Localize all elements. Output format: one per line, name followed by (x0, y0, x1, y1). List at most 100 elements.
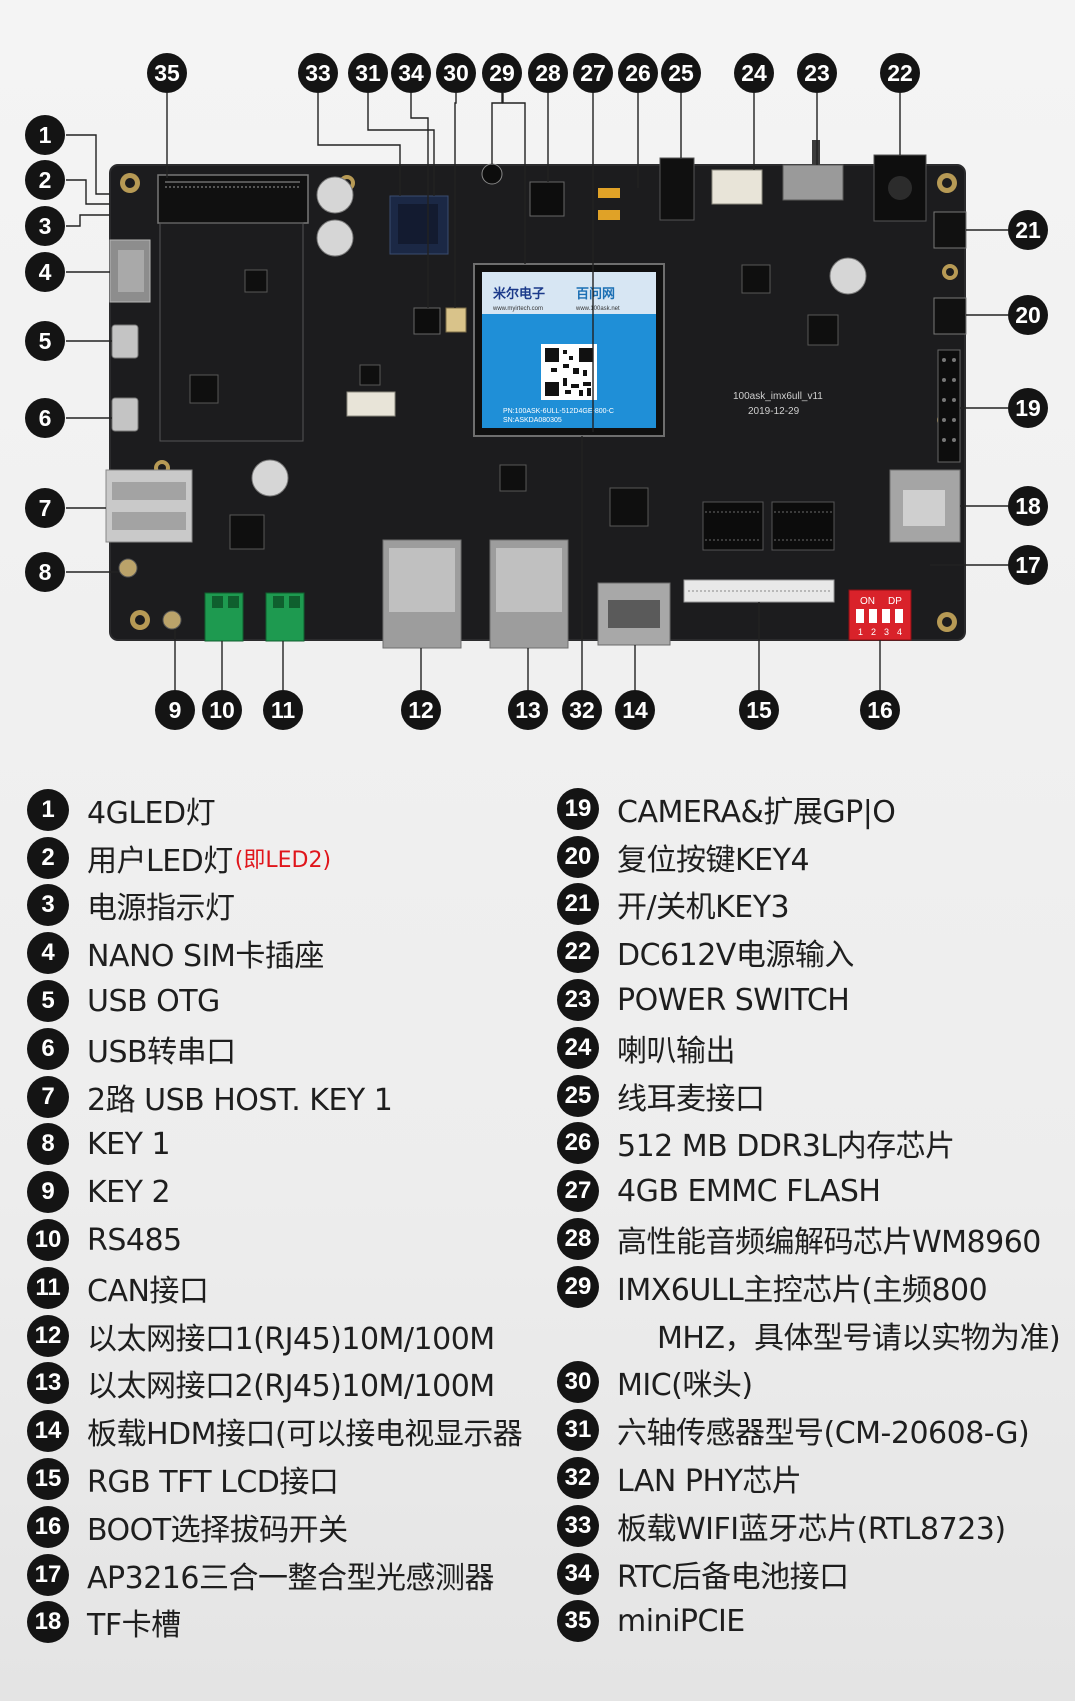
legend-badge: 2 (27, 836, 69, 879)
legend-text-continued: MHZ，具体型号请以实物为准) (657, 1320, 1061, 1356)
dip-number: 1 (858, 627, 863, 637)
legend-text: TF卡槽 (87, 1608, 181, 1644)
legend-text: 开/关机KEY3 (617, 890, 790, 926)
legend-text: RTC后备电池接口 (617, 1559, 849, 1595)
callout-badge: 16 (860, 690, 900, 730)
legend-badge: 23 (557, 979, 599, 1022)
legend-text: RS485 (87, 1222, 182, 1258)
legend-item: 29 IMX6ULL主控芯片(主频800 (557, 1263, 1060, 1311)
legend-text: 用户LED灯 (87, 843, 233, 879)
legend-item: 19 CAMERA&扩展GP|O (557, 785, 1060, 833)
callout-badge: 30 (436, 53, 476, 93)
legend-badge: 31 (557, 1409, 599, 1452)
legend-text: AP3216三合一整合型光感测器 (87, 1560, 494, 1596)
legend-text: DC612V电源输入 (617, 938, 854, 974)
speaker-connector (711, 169, 763, 205)
callout-badge: 24 (734, 53, 774, 93)
callout-badge: 10 (202, 690, 242, 730)
audio-codec-chip (529, 181, 565, 217)
legend-text: 以太网接口2(RJ45)10M/100M (87, 1369, 495, 1405)
legend-item: 10 RS485 (27, 1216, 522, 1264)
dip-label-dp: DP (888, 596, 902, 607)
legend-item: 2 用户LED灯(即LED2) (27, 834, 522, 882)
legend-badge: 11 (27, 1266, 69, 1309)
legend-badge: 21 (557, 883, 599, 926)
legend-badge: 17 (27, 1553, 69, 1596)
legend-text: IMX6ULL主控芯片(主频800 (617, 1272, 988, 1308)
legend-item: 11 CAN接口 (27, 1264, 522, 1312)
legend-badge: 20 (557, 835, 599, 878)
legend-badge: 7 (27, 1075, 69, 1118)
legend-badge: 25 (557, 1074, 599, 1117)
callout-badge: 11 (263, 690, 303, 730)
legend-badge: 10 (27, 1219, 69, 1262)
legend-item: 26 512 MB DDR3L内存芯片 (557, 1120, 1060, 1168)
legend-badge: 19 (557, 787, 599, 830)
legend-badge: 3 (27, 884, 69, 927)
legend-note: (即LED2) (234, 847, 332, 873)
callout-badge: 23 (797, 53, 837, 93)
ddr3l-chip-1 (702, 501, 764, 551)
som-brand-1: 米尔电子 (493, 286, 545, 302)
legend-badge: 6 (27, 1027, 69, 1070)
legend-text: CAMERA&扩展GP|O (617, 794, 896, 830)
ddr3l-chip-2 (771, 501, 835, 551)
legend-badge: 28 (557, 1218, 599, 1261)
power-key3 (933, 211, 967, 249)
callout-badge: 21 (1008, 210, 1048, 250)
mic (481, 163, 503, 185)
legend-badge: 16 (27, 1505, 69, 1548)
electrolytic-caps (251, 176, 867, 497)
headset-jack (659, 157, 695, 221)
callout-badge: 29 (482, 53, 522, 93)
legend-text: 512 MB DDR3L内存芯片 (617, 1129, 955, 1165)
legend-badge: 14 (27, 1410, 69, 1453)
legend-item: 25 线耳麦接口 (557, 1072, 1060, 1120)
callout-badge: 22 (880, 53, 920, 93)
legend-text: 喇叭输出 (617, 1033, 736, 1069)
legend-text: 线耳麦接口 (617, 1081, 765, 1117)
legend-badge: 5 (27, 980, 69, 1023)
legend-badge: 32 (557, 1457, 599, 1500)
callout-badge: 9 (155, 690, 195, 730)
callout-badge: 2 (25, 160, 65, 200)
legend-badge: 29 (557, 1265, 599, 1308)
callout-badge: 6 (25, 398, 65, 438)
callout-badge: 34 (391, 53, 431, 93)
silk-board-name: 100ask_imx6ull_v11 (733, 391, 823, 402)
callout-badge: 20 (1008, 295, 1048, 335)
legend-text: 高性能音频编解码芯片WM8960 (617, 1225, 1041, 1261)
callout-badge: 28 (528, 53, 568, 93)
legend-text: KEY 1 (87, 1126, 171, 1162)
dip-number: 3 (884, 627, 889, 637)
callout-badge: 8 (25, 552, 65, 592)
legend-text: CAN接口 (87, 1273, 209, 1309)
legend-badge: 22 (557, 931, 599, 974)
callout-badge: 1 (25, 115, 65, 155)
callout-badge: 4 (25, 252, 65, 292)
callout-badge: 18 (1008, 486, 1048, 526)
key1-button (118, 558, 138, 578)
legend-text: KEY 2 (87, 1174, 171, 1210)
legend-text: 4GB EMMC FLASH (617, 1173, 881, 1209)
legend-badge: 18 (27, 1601, 69, 1644)
silk-board-date: 2019-12-29 (748, 406, 800, 417)
callout-badge: 27 (573, 53, 613, 93)
legend-item: 18 TF卡槽 (27, 1599, 522, 1647)
legend-badge: 12 (27, 1314, 69, 1357)
callout-badge: 17 (1008, 545, 1048, 585)
legend-badge: 26 (557, 1122, 599, 1165)
